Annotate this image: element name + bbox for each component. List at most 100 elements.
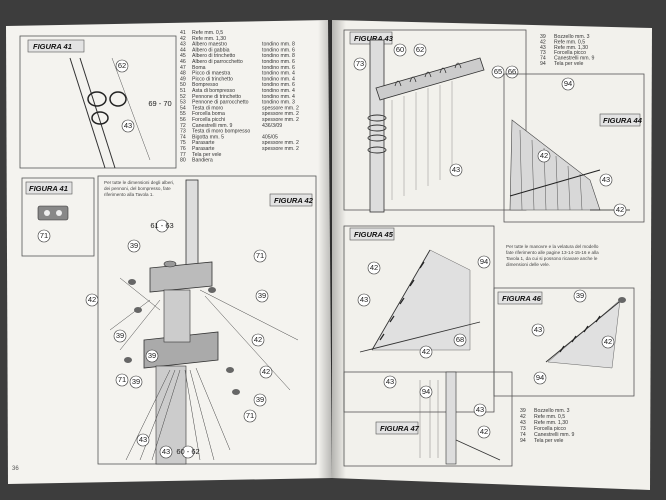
- parts-list-name: Testa di moro bompresso: [192, 129, 250, 135]
- fig45-callout-label: 42: [422, 347, 430, 356]
- parts-list-name: Bompresso: [192, 82, 218, 88]
- parts-list-note: tondino mm. 4: [262, 88, 295, 94]
- fig43-callout-label: 43: [452, 165, 460, 174]
- parts-list-name: Albero maestro: [192, 42, 227, 48]
- list-number: 43: [540, 45, 546, 51]
- parts-list-number: 52: [180, 94, 186, 100]
- list-number: 42: [520, 414, 526, 420]
- fig42-callout-circle: [181, 445, 195, 459]
- figure-45-title: FIGURA 45: [354, 230, 394, 239]
- figure-44-title: FIGURA 44: [603, 116, 643, 125]
- parts-list-name: Picco di trinchetto: [192, 76, 233, 82]
- fig42-callout-circle: [259, 365, 273, 379]
- fig45-callout-label: 68: [456, 335, 464, 344]
- parts-list-number: 55: [180, 111, 186, 117]
- parts-list-number: 42: [180, 36, 186, 42]
- parts-list-note: spessore mm. 2: [262, 140, 299, 146]
- fig44-callout-label: 94: [564, 79, 572, 88]
- parts-list-name: Pennone di trinchetto: [192, 94, 241, 100]
- list-name: Canestrelli mm. 9: [534, 432, 574, 438]
- parts-list-name: Albero di trinchetto: [192, 53, 235, 59]
- fig45-callout-label: 43: [386, 377, 394, 386]
- fig46-callout-circle: [573, 289, 587, 303]
- fig45-note: Per tutte le manovre e la velatura del m…: [506, 244, 599, 267]
- parts-list-note: tondino mm. 8: [262, 42, 295, 48]
- parts-list-name: Refe mm. 0,5: [192, 30, 223, 36]
- list-number: 94: [540, 61, 546, 67]
- spine-shadow: [318, 20, 346, 478]
- left-page-number: 36: [12, 466, 19, 472]
- list-name: Forcella picco: [554, 50, 586, 56]
- parts-list-number: 76: [180, 146, 186, 152]
- parts-list-note: tondino mm. 8: [262, 53, 295, 59]
- fig45-callout-circle: [383, 375, 397, 389]
- fig46-callout-label: 39: [576, 291, 584, 300]
- fig42-callout-label: 71: [256, 251, 264, 260]
- fig47-callout-circle: [419, 385, 433, 399]
- figure-42-title: FIGURA 42: [274, 196, 314, 205]
- figure-41-detail-title: FIGURA 41: [29, 184, 68, 193]
- fig42-callout-label: 39: [116, 331, 124, 340]
- list-number: 73: [520, 426, 526, 432]
- fig46-callout-label: 42: [604, 337, 612, 346]
- fig43-callout-circle: [505, 65, 519, 79]
- fig44-callout-label: 42: [616, 205, 624, 214]
- fig42-callout-label: 60 - 62: [176, 447, 199, 456]
- fig44-callout-label: 43: [602, 175, 610, 184]
- list-number: 39: [520, 408, 526, 414]
- parts-list-note: spessore mm. 2: [262, 111, 299, 117]
- parts-list-name: Albero di gabbia: [192, 47, 230, 53]
- list-name: Refe mm. 0,5: [554, 39, 585, 45]
- parts-list-number: 75: [180, 140, 186, 146]
- figure-46-title: FIGURA 46: [502, 294, 542, 303]
- fig43-callout-circle: [393, 43, 407, 57]
- parts-list-number: 51: [180, 88, 186, 94]
- fig43-callout-label: 73: [356, 59, 364, 68]
- fig42-callout-label: 39: [148, 351, 156, 360]
- parts-list-number: 47: [180, 65, 186, 71]
- figure-41-title: FIGURA 41: [33, 42, 72, 51]
- fig42-callout-circle: [145, 349, 159, 363]
- fig42-callout-label: 71: [118, 375, 126, 384]
- parts-list-note: spessore mm. 2: [262, 146, 299, 152]
- fig43-callout-circle: [449, 163, 463, 177]
- fig42-callout-circle: [113, 329, 127, 343]
- parts-list-name: Pennone di parrocchetto: [192, 100, 249, 106]
- parts-list-note: tondino mm. 6: [262, 82, 295, 88]
- parts-list-name: Forcella boma: [192, 111, 225, 117]
- figure-42: FIGURA 42 Per tutte le dimensioni degli …: [85, 175, 317, 465]
- parts-list-note: tondino mm. 4: [262, 76, 295, 82]
- fig42-callout-circle: [243, 409, 257, 423]
- list-name: Tela per vele: [534, 438, 564, 444]
- parts-list-name: Picco di maestra: [192, 71, 230, 77]
- list-name: Refe mm. 0,5: [534, 414, 565, 420]
- list-number: 43: [520, 420, 526, 426]
- fig42-callout-label: 39: [258, 291, 266, 300]
- fig45-callout-circle: [367, 261, 381, 275]
- fig45-callout-circle: [477, 255, 491, 269]
- fig47-callout-label: 94: [422, 387, 430, 396]
- parts-list-number: 53: [180, 100, 186, 106]
- parts-list-name: Testa di moro: [192, 105, 223, 111]
- figure-41: FIGURA 41 62 43 69 - 70: [19, 35, 177, 169]
- list-name: Bozzello mm. 3: [534, 408, 570, 414]
- list-name: Refe mm. 1,30: [534, 420, 568, 426]
- fig42-callout-label: 39: [130, 241, 138, 250]
- left-page: [6, 20, 332, 484]
- fig42-note-line-3: riferimento alla Tavola 1.: [104, 192, 154, 197]
- fig42-callout-label: 42: [254, 335, 262, 344]
- figure-43-title: FIGURA 43: [354, 34, 394, 43]
- fig41-label-62: 62: [118, 61, 126, 70]
- fig46-callout-label: 94: [536, 373, 544, 382]
- fig45-callout-circle: [453, 333, 467, 347]
- parts-list-number: 74: [180, 134, 186, 140]
- fig42-callout-label: 39: [132, 377, 140, 386]
- parts-list-number: 80: [180, 158, 186, 164]
- fig41-label-69-70: 69 - 70: [148, 99, 171, 108]
- parts-list-note: tondino mm. 6: [262, 47, 295, 53]
- list-number: 39: [540, 34, 546, 40]
- fig44-callout-circle: [599, 173, 613, 187]
- fig45-note-line-3: Tavola 1, da cui si possono ricavare anc…: [506, 256, 598, 261]
- fig45-note-line-4: dimensioni delle vele.: [506, 262, 550, 267]
